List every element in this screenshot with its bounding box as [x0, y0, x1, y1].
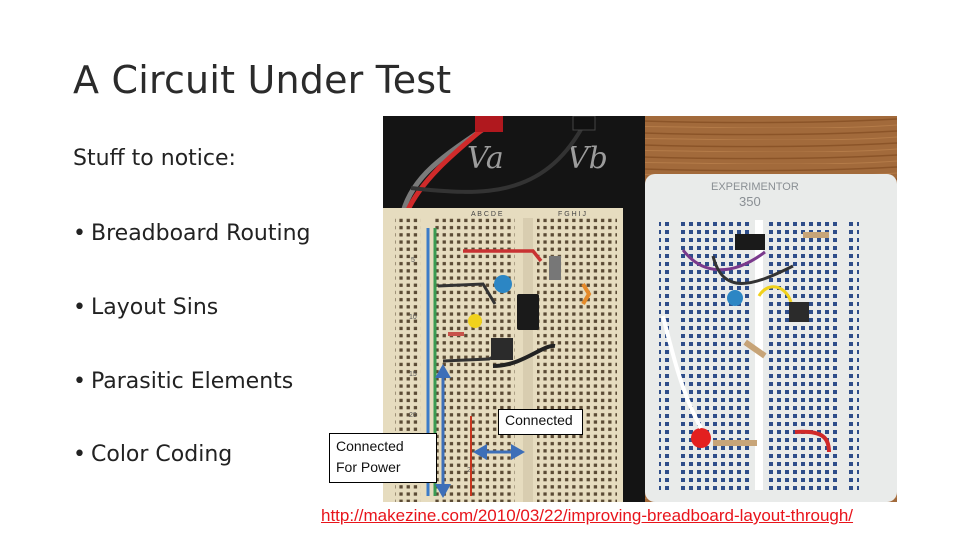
bullet-breadboard-routing: •Breadboard Routing [73, 221, 311, 246]
orange-capacitor [581, 282, 592, 306]
black-jumper [437, 282, 497, 305]
black-lead-wire [410, 125, 585, 194]
subhead: Stuff to notice: [73, 146, 236, 171]
board-brand: EXPERIMENTOR [711, 181, 799, 193]
red-jumper [463, 249, 543, 263]
callout-line-2: For Power [336, 459, 401, 475]
bullet-marker: • [73, 442, 86, 467]
yellow-led [468, 314, 482, 328]
right-rail-left [659, 220, 671, 490]
white-jumper [661, 315, 703, 429]
source-link[interactable]: http://makezine.com/2010/03/22/improving… [321, 506, 854, 525]
row-number: 10 [409, 314, 417, 321]
red-jumper-right [794, 429, 831, 453]
bullet-marker: • [73, 221, 86, 246]
resistor [448, 332, 464, 336]
bullet-marker: • [73, 295, 86, 320]
yellow-jumper [757, 285, 793, 303]
black-clip [572, 116, 596, 131]
row-number: 5 [411, 257, 415, 264]
black-jumper-right [711, 255, 794, 285]
horizontal-double-arrow [473, 444, 525, 460]
vertical-double-arrow [435, 364, 451, 498]
va-label: Va [467, 141, 504, 176]
ic-chip-right [735, 234, 765, 250]
bullet-parasitic-elements: •Parasitic Elements [73, 369, 293, 394]
row-number: 15 [409, 371, 417, 378]
bullet-text: Color Coding [91, 442, 233, 467]
resistor-right [803, 232, 829, 238]
black-wire-curve [492, 343, 556, 368]
callout-connected-for-power: Connected For Power [329, 433, 437, 483]
right-terminal-strip-b [765, 220, 837, 490]
resistor-diagonal [743, 339, 767, 359]
row-number: 20 [409, 412, 417, 419]
red-clip [475, 116, 503, 132]
blue-capacitor [494, 275, 512, 293]
column-letters-left: A B C D E [471, 211, 503, 218]
callout-connected: Connected [498, 409, 583, 435]
bullet-color-coding: •Color Coding [73, 442, 232, 467]
pushbutton [491, 338, 513, 360]
left-center-channel [523, 218, 533, 502]
vb-label: Vb [567, 141, 608, 176]
bullet-text: Parasitic Elements [91, 369, 294, 394]
bullet-text: Breadboard Routing [91, 221, 311, 246]
red-led [691, 428, 711, 448]
right-rail-right [847, 220, 859, 490]
callout-line-1: Connected [336, 438, 404, 454]
board-model: 350 [739, 194, 761, 209]
resistor-bottom [713, 440, 757, 446]
pushbutton-right [789, 302, 809, 322]
slide-title: A Circuit Under Test [73, 58, 452, 102]
ic-chip [517, 294, 539, 330]
diode [549, 256, 561, 280]
blue-capacitor-right [727, 290, 743, 306]
column-letters-right: F G H I J [558, 211, 586, 218]
bullet-text: Layout Sins [91, 295, 219, 320]
breadboard-photo: Va Vb A B C D E F G H I J 5 10 15 20 25 … [383, 116, 897, 502]
bullet-marker: • [73, 369, 86, 394]
bullet-layout-sins: •Layout Sins [73, 295, 218, 320]
